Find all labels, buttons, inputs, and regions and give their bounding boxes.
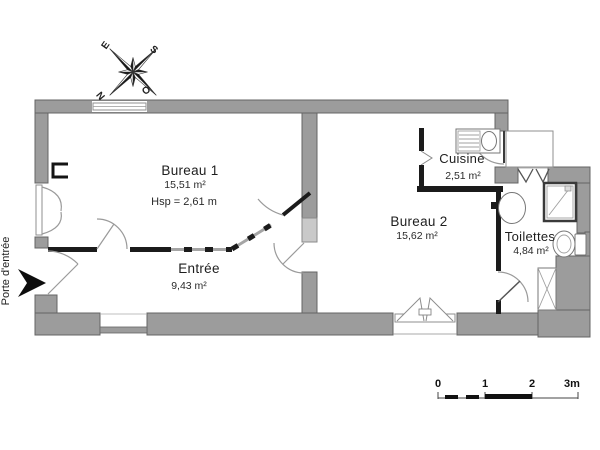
window-south-bureau2 [393, 296, 457, 335]
room-label-entree: Entrée [178, 261, 220, 276]
washbasin-icon [491, 192, 526, 224]
partition-bureau1-entree [48, 222, 273, 252]
room-label-cuisine: Cuisine [439, 151, 485, 166]
scale-tick-2: 2 [528, 378, 536, 390]
door-bureau2-top [257, 191, 312, 217]
window-south-entree [99, 313, 148, 334]
partition-cuisine [417, 128, 503, 192]
partition-toilettes [496, 186, 501, 314]
room-area-bureau1: 15,51 m² [164, 179, 206, 191]
scale-bar [437, 392, 579, 399]
door-toilettes [497, 271, 529, 303]
folding-door-toilettes [517, 167, 550, 184]
room-area-toilettes: 4,84 m² [513, 245, 549, 257]
compass-west: O [140, 84, 153, 98]
room-area-cuisine: 2,51 m² [445, 170, 481, 182]
entrance-door-label: Porte d'entrée [0, 236, 12, 306]
room-height-bureau1: Hsp = 2,61 m [151, 196, 217, 208]
room-label-toilettes: Toilettes [504, 229, 556, 244]
window-west [35, 184, 62, 236]
interior-wall-vertical [301, 112, 318, 314]
room-area-bureau2: 15,62 m² [396, 230, 438, 242]
duct-icon [537, 267, 557, 311]
entrance-arrow-icon [18, 269, 46, 297]
exterior-walls [34, 99, 591, 338]
toilet-icon [552, 230, 587, 258]
room-label-bureau1: Bureau 1 [161, 163, 219, 178]
kitchen-sink-icon [455, 128, 501, 154]
scale-tick-3: 3m [564, 378, 580, 390]
scale-tick-1: 1 [481, 378, 489, 390]
window-north [92, 101, 147, 112]
door-entree-bureau2 [273, 242, 305, 274]
room-label-bureau2: Bureau 2 [390, 214, 448, 229]
radiator-icon [51, 162, 68, 179]
entrance-door [18, 250, 79, 297]
landing-outline [505, 130, 554, 168]
compass-rose-icon: E S O N [93, 39, 160, 102]
door-bureau1 [96, 218, 128, 250]
shower-icon [542, 181, 578, 223]
scale-tick-0: 0 [434, 378, 442, 390]
room-area-entree: 9,43 m² [171, 280, 207, 292]
